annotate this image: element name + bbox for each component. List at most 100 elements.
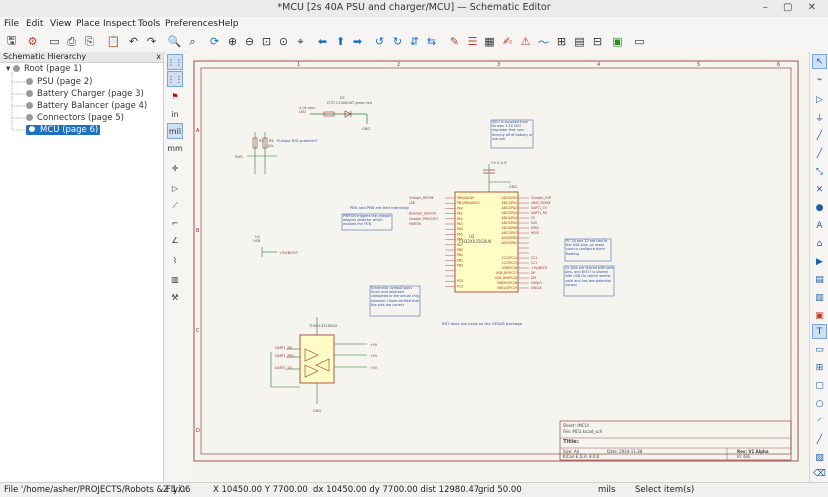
mcu-right-pin-label: USB_DM/PC18 [495, 276, 517, 280]
page-settings-icon[interactable]: ▭ [47, 34, 62, 49]
save-icon[interactable]: 🖫 [4, 34, 19, 49]
highlight-net-icon[interactable]: ⌁ [812, 72, 827, 87]
units-mm-button[interactable]: mm [167, 140, 183, 156]
menu-edit[interactable]: Edit [26, 19, 43, 29]
add-circle-icon[interactable]: ○ [812, 396, 827, 411]
grid-toggle-icon[interactable]: ⋮⋮ [167, 54, 183, 70]
add-symbol-icon[interactable]: ▷ [812, 92, 827, 107]
add-rectangle-icon[interactable]: ▢ [812, 378, 827, 393]
note-pwron: PWRON triggers the charger adapter detec… [343, 214, 392, 231]
navigate-back-icon[interactable]: ⬅ [315, 34, 330, 49]
print-icon[interactable]: ⎙ [64, 34, 79, 49]
navigate-forward-icon[interactable]: ➡ [350, 34, 365, 49]
symbol-editor-icon[interactable]: ✎ [447, 34, 462, 49]
tree-node-battery-balancer[interactable]: Battery Balancer (page 4) [26, 101, 147, 111]
hidden-pins-icon[interactable]: ▷ [167, 180, 183, 196]
grid-overrides-icon[interactable]: ⋮⋮ [167, 71, 183, 87]
simulator-icon[interactable]: 〜 [536, 34, 551, 49]
menu-inspect[interactable]: Inspect [103, 19, 136, 29]
assign-footprints-icon[interactable]: ⊞ [554, 34, 569, 49]
isolator-block[interactable]: THS01432DBLR UART1_RX UART1_RTS UART1_TX… [271, 317, 378, 413]
zoom-in-icon[interactable]: ⊕ [225, 34, 240, 49]
line-mode-90-icon[interactable]: ⌐ [167, 215, 183, 231]
import-sheet-pin-icon[interactable]: ▣ [812, 308, 827, 323]
units-inch-button[interactable]: in [167, 106, 183, 122]
tree-node-connectors[interactable]: Connectors (page 5) [26, 113, 124, 123]
redo-icon[interactable]: ↷ [144, 34, 159, 49]
line-mode-45-icon[interactable]: ∠ [167, 232, 183, 248]
menu-preferences[interactable]: Preferences [165, 19, 218, 29]
add-image-icon[interactable]: ▨ [812, 450, 827, 465]
delete-icon[interactable]: ⌫ [812, 466, 827, 481]
svg-text:CH32X035G8U6: CH32X035G8U6 [459, 239, 492, 244]
cursor-style-icon[interactable]: ✛ [167, 160, 183, 176]
mirror-vertical-icon[interactable]: ⇵ [407, 34, 422, 49]
add-table-icon[interactable]: ⊞ [812, 360, 827, 375]
paste-icon[interactable]: 📋 [106, 34, 121, 49]
status-grid: grid 50.00 [478, 485, 522, 495]
no-connect-icon[interactable]: ✕ [812, 182, 827, 197]
global-label-icon[interactable]: ⌂ [812, 236, 827, 251]
window-titlebar: *MCU [2s 40A PSU and charger/MCU] — Sche… [0, 0, 828, 18]
close-panel-button[interactable]: x [156, 52, 161, 62]
refresh-icon[interactable]: ⟳ [207, 34, 222, 49]
zoom-objects-icon[interactable]: ⊙ [276, 34, 291, 49]
select-tool-icon[interactable]: ↖ [812, 54, 827, 69]
mcu-right-pin-label: SWCLK/PC19 [497, 286, 517, 290]
erc-icon[interactable]: ⚠ [518, 34, 533, 49]
led-d1-block[interactable]: D1 LTST-C190KGKT green led 4.0k ohm LED … [299, 96, 372, 131]
mirror-horizontal-icon[interactable]: ⇆ [424, 34, 439, 49]
zoom-out-icon[interactable]: ⊖ [242, 34, 257, 49]
rotate-ccw-icon[interactable]: ↺ [372, 34, 387, 49]
rotate-cw-icon[interactable]: ↻ [390, 34, 405, 49]
add-line-icon[interactable]: ╱ [812, 432, 827, 447]
zoom-fit-icon[interactable]: ⊡ [259, 34, 274, 49]
hierarchy-navigator-icon[interactable]: ▥ [167, 271, 183, 287]
menu-file[interactable]: File [4, 19, 19, 29]
add-arc-icon[interactable]: ◜ [812, 414, 827, 429]
zoom-selection-icon[interactable]: ⌖ [293, 34, 308, 49]
find-icon[interactable]: 🔍 [167, 34, 182, 49]
wire-to-bus-entry-icon[interactable]: ⤡ [812, 164, 827, 179]
open-pcb-icon[interactable]: ▣ [610, 34, 625, 49]
tree-node-battery-charger[interactable]: Battery Charger (page 3) [26, 89, 144, 99]
net-label-icon[interactable]: A [812, 218, 827, 233]
note-pb: PB5 and PB6 are tied internally [350, 205, 410, 210]
menu-help[interactable]: Help [218, 19, 239, 29]
annotations-icon[interactable]: ⌇ [167, 252, 183, 268]
schematic-setup-icon[interactable]: ⚙ [25, 34, 40, 49]
sheet-icon[interactable]: ▤ [812, 272, 827, 287]
menu-tools[interactable]: Tools [138, 19, 160, 29]
mcu-u2[interactable]: C9 0.1uF GND U2 CH32X035G8U6 PB0/ADCWCha… [409, 161, 551, 292]
annotate-icon[interactable]: ✍ [500, 34, 515, 49]
add-text-icon[interactable]: T [812, 324, 827, 339]
junction-icon[interactable]: ● [812, 200, 827, 215]
netlist-icon[interactable]: ⊟ [590, 34, 605, 49]
pullup-resistor-block[interactable]: R5 R6 10k SWC Pullups R/G problem? [235, 132, 318, 174]
add-bus-icon[interactable]: ╱ [812, 146, 827, 161]
mcu-left-pin-label: PA2 [457, 217, 463, 221]
footprint-editor-icon[interactable]: ▦ [482, 34, 497, 49]
usb-boot-block[interactable]: U3 USB +5V/BOOT [253, 235, 299, 257]
add-power-icon[interactable]: ⏚ [812, 110, 827, 125]
scripting-console-icon[interactable]: ▭ [632, 34, 647, 49]
find-replace-icon[interactable]: ⌕ [185, 34, 200, 49]
menu-place[interactable]: Place [76, 19, 100, 29]
properties-icon[interactable]: ⚒ [167, 289, 183, 305]
add-textbox-icon[interactable]: ▭ [812, 342, 827, 357]
add-wire-icon[interactable]: ╱ [812, 128, 827, 143]
sheet-pin-icon[interactable]: ▥ [812, 290, 827, 305]
navigate-up-icon[interactable]: ⬆ [333, 34, 348, 49]
mcu-right-pin-label: ADC2/PA2 [502, 206, 517, 210]
window-controls[interactable]: – ▢ ✕ [763, 2, 822, 13]
units-mils-button[interactable]: mil [167, 123, 183, 139]
plot-icon[interactable]: ⎘ [82, 34, 97, 49]
bom-icon[interactable]: ▤ [572, 34, 587, 49]
menu-view[interactable]: View [50, 19, 71, 29]
symbol-browser-icon[interactable]: ☰ [465, 34, 480, 49]
undo-icon[interactable]: ↶ [126, 34, 141, 49]
line-mode-free-icon[interactable]: ⟋ [167, 198, 183, 214]
schematic-canvas[interactable]: 1 2 3 4 5 6 A B C D D1 LTST-C190KGKT gre… [187, 52, 808, 482]
hier-label-icon[interactable]: ▶ [812, 254, 827, 269]
erc-markers-icon[interactable]: ⚑ [167, 88, 183, 104]
